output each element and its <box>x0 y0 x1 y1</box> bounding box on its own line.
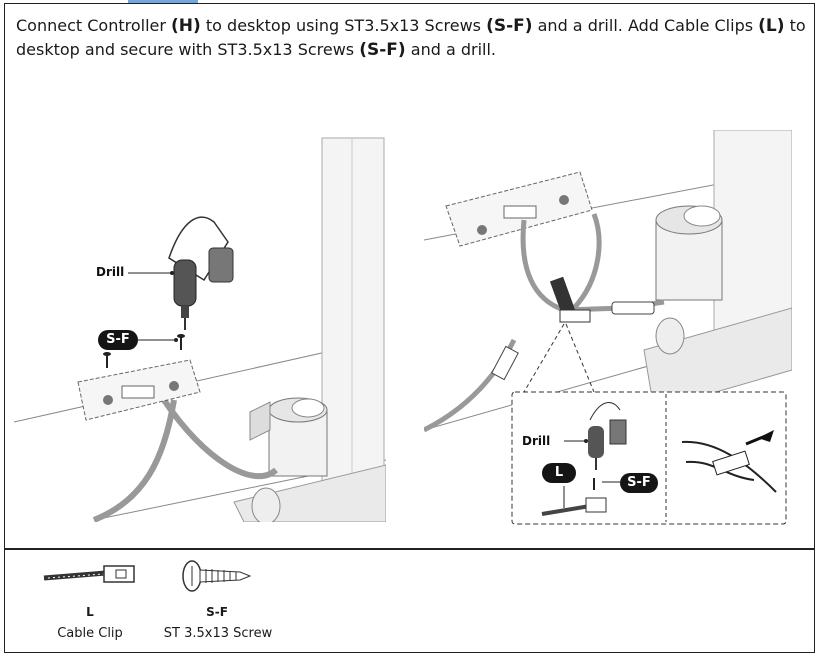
part-name-cable-clip: Cable Clip <box>57 626 123 641</box>
instruction-text: and a drill. Add Cable Clips <box>532 16 759 35</box>
screw-tag: S-F <box>620 473 658 493</box>
instruction-text: to desktop using ST3.5x13 Screws <box>200 16 487 35</box>
screw-tag: S-F <box>98 330 138 350</box>
controller-mounting-illustration: Drill S-F <box>13 130 387 525</box>
cable-clip-tag: L <box>542 463 576 483</box>
part-name-screw: ST 3.5x13 Screw <box>163 626 273 641</box>
part-ref-controller: (H) <box>171 16 201 36</box>
screw-icon <box>182 560 252 592</box>
part-ref-screw: (S-F) <box>486 16 533 36</box>
left-scene-drawing <box>13 137 387 525</box>
part-code-screw: S-F <box>206 605 228 619</box>
cable-clip-illustration: Drill L S-F <box>422 129 793 525</box>
instruction-frame <box>4 3 815 653</box>
parts-divider <box>4 548 815 550</box>
part-ref-cable-clip: (L) <box>758 16 785 36</box>
top-accent-tab <box>128 0 198 3</box>
cable-clip-icon <box>43 565 135 583</box>
instruction-text: Connect Controller <box>16 16 172 35</box>
instruction-text: and a drill. <box>405 40 496 59</box>
right-scene-drawing <box>422 129 793 525</box>
step-instruction: Connect Controller (H) to desktop using … <box>16 14 806 62</box>
drill-label: Drill <box>96 265 125 279</box>
drill-label: Drill <box>522 434 551 448</box>
instruction-text: to desktop and secure with ST3.5x13 Scre… <box>16 16 806 59</box>
part-code-cable-clip: L <box>86 605 94 619</box>
part-ref-screw: (S-F) <box>359 40 406 60</box>
